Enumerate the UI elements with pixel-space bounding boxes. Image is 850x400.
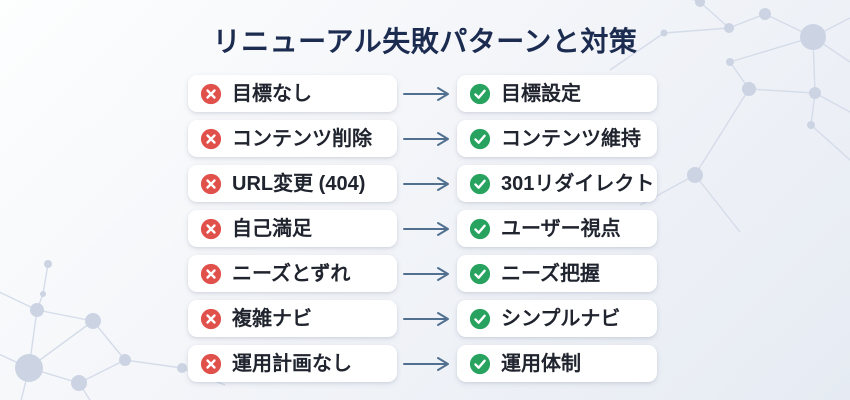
mapping-row: 目標なし 目標設定 [188, 75, 657, 112]
failure-pattern-card: 運用計画なし [188, 345, 397, 382]
countermeasure-card: シンプルナビ [457, 300, 657, 337]
failure-pattern-label: 運用計画なし [232, 352, 352, 375]
arrow-right-icon [397, 266, 457, 282]
failure-pattern-label: コンテンツ削除 [232, 127, 372, 150]
countermeasure-label: 目標設定 [501, 82, 581, 105]
countermeasure-label: ユーザー視点 [501, 217, 621, 240]
failure-pattern-card: 目標なし [188, 75, 397, 112]
x-circle-icon [200, 128, 222, 149]
mapping-row: 複雑ナビ シンプルナビ [188, 300, 657, 337]
failure-pattern-card: 自己満足 [188, 210, 397, 247]
countermeasure-label: 301リダイレクト [501, 172, 655, 195]
failure-pattern-card: URL変更 (404) [188, 165, 397, 202]
check-circle-icon [469, 263, 491, 284]
mapping-row: URL変更 (404) 301リダイレクト [188, 165, 657, 202]
x-circle-icon [200, 308, 222, 329]
countermeasure-label: コンテンツ維持 [501, 127, 641, 150]
countermeasure-card: 301リダイレクト [457, 165, 657, 202]
countermeasure-label: 運用体制 [501, 352, 581, 375]
arrow-right-icon [397, 131, 457, 147]
check-circle-icon [469, 218, 491, 239]
check-circle-icon [469, 308, 491, 329]
arrow-right-icon [397, 356, 457, 372]
failure-pattern-card: ニーズとずれ [188, 255, 397, 292]
arrow-right-icon [397, 221, 457, 237]
failure-pattern-card: コンテンツ削除 [188, 120, 397, 157]
x-circle-icon [200, 173, 222, 194]
check-circle-icon [469, 83, 491, 104]
failure-pattern-label: ニーズとずれ [232, 262, 351, 285]
x-circle-icon [200, 83, 222, 104]
mapping-list: 目標なし 目標設定 コンテンツ削除 コンテンツ維持 URL変更 (404) [188, 75, 657, 382]
failure-pattern-label: 目標なし [232, 82, 312, 105]
page-title: リニューアル失敗パターンと対策 [212, 26, 638, 57]
arrow-right-icon [397, 176, 457, 192]
mapping-row: 自己満足 ユーザー視点 [188, 210, 657, 247]
countermeasure-card: 目標設定 [457, 75, 657, 112]
arrow-right-icon [397, 86, 457, 102]
countermeasure-card: ユーザー視点 [457, 210, 657, 247]
mapping-row: ニーズとずれ ニーズ把握 [188, 255, 657, 292]
failure-pattern-label: 複雑ナビ [232, 307, 312, 330]
countermeasure-label: ニーズ把握 [501, 262, 600, 285]
countermeasure-card: ニーズ把握 [457, 255, 657, 292]
countermeasure-card: コンテンツ維持 [457, 120, 657, 157]
check-circle-icon [469, 128, 491, 149]
failure-pattern-label: URL変更 (404) [232, 172, 366, 195]
check-circle-icon [469, 353, 491, 374]
x-circle-icon [200, 218, 222, 239]
check-circle-icon [469, 173, 491, 194]
countermeasure-label: シンプルナビ [501, 307, 621, 330]
mapping-row: コンテンツ削除 コンテンツ維持 [188, 120, 657, 157]
x-circle-icon [200, 353, 222, 374]
failure-pattern-label: 自己満足 [232, 217, 312, 240]
countermeasure-card: 運用体制 [457, 345, 657, 382]
arrow-right-icon [397, 311, 457, 327]
mapping-row: 運用計画なし 運用体制 [188, 345, 657, 382]
x-circle-icon [200, 263, 222, 284]
failure-pattern-card: 複雑ナビ [188, 300, 397, 337]
